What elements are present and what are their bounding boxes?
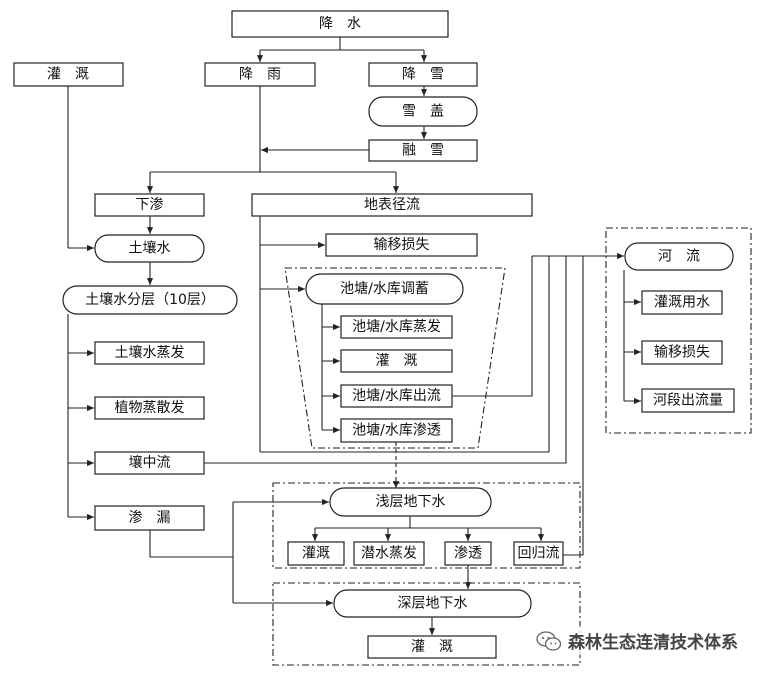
svg-text:土壤水蒸发: 土壤水蒸发 — [115, 344, 185, 361]
node-pond-seepage: 池塘/水库渗透 — [340, 418, 453, 443]
edges — [67, 37, 641, 635]
node-soil-water: 土壤水 — [94, 234, 205, 263]
svg-text:下渗: 下渗 — [136, 197, 164, 213]
river-group-border — [605, 227, 752, 434]
node-infiltration: 下渗 — [94, 193, 205, 217]
svg-text:深层地下水: 深层地下水 — [398, 596, 468, 612]
node-snowmelt: 融 雪 — [368, 139, 478, 162]
svg-text:灌 溉: 灌 溉 — [411, 639, 453, 655]
svg-text:池塘/水库蒸发: 池塘/水库蒸发 — [352, 319, 441, 335]
node-return-flow: 回归流 — [513, 541, 564, 566]
node-deep-groundwater: 深层地下水 — [333, 589, 532, 618]
svg-text:灌 溉: 灌 溉 — [47, 67, 89, 83]
node-soil-evaporation: 土壤水蒸发 — [94, 341, 205, 365]
node-rain: 降 雨 — [204, 62, 316, 87]
node-irrigation-top: 灌 溉 — [13, 62, 124, 87]
svg-text:地表径流: 地表径流 — [364, 197, 420, 213]
node-irrigation-water-use: 灌溉用水 — [641, 290, 723, 315]
svg-text:降 雨: 降 雨 — [239, 67, 281, 83]
svg-text:渗透: 渗透 — [454, 546, 482, 562]
svg-text:渗 漏: 渗 漏 — [129, 510, 171, 526]
svg-text:河 流: 河 流 — [658, 249, 700, 265]
svg-text:池塘/水库出流: 池塘/水库出流 — [352, 388, 441, 404]
svg-text:灌 溉: 灌 溉 — [376, 353, 418, 369]
node-transport-loss-2: 输移损失 — [641, 340, 723, 365]
node-river: 河 流 — [624, 242, 734, 271]
node-gw-irrigation: 灌溉 — [287, 541, 345, 566]
svg-text:植物蒸散发: 植物蒸散发 — [115, 400, 185, 416]
node-snow: 降 雪 — [368, 62, 478, 87]
node-phreatic-evaporation: 潜水蒸发 — [353, 541, 425, 566]
node-transport-loss-1: 输移损失 — [325, 233, 478, 257]
svg-text:雪 盖: 雪 盖 — [402, 104, 444, 120]
svg-text:灌溉用水: 灌溉用水 — [654, 295, 710, 311]
svg-text:土壤水分层（10层）: 土壤水分层（10层） — [85, 291, 215, 308]
svg-text:浅层地下水: 浅层地下水 — [376, 494, 446, 510]
svg-text:融 雪: 融 雪 — [402, 143, 444, 159]
shallow-gw-group-border — [272, 482, 581, 569]
svg-text:降 雪: 降 雪 — [402, 67, 444, 83]
svg-text:壤中流: 壤中流 — [129, 454, 171, 471]
node-lateral-flow: 壤中流 — [94, 451, 205, 475]
svg-text:降 水: 降 水 — [319, 16, 361, 32]
svg-text:输移损失: 输移损失 — [374, 237, 430, 253]
node-pond-storage: 池塘/水库调蓄 — [305, 273, 464, 305]
svg-text:河段出流量: 河段出流量 — [653, 393, 723, 409]
wechat-icon — [536, 630, 562, 651]
node-reach-outflow: 河段出流量 — [641, 388, 735, 413]
node-percolation: 渗 漏 — [94, 505, 205, 531]
node-snowcover: 雪 盖 — [368, 96, 478, 127]
svg-text:回归流: 回归流 — [518, 545, 560, 562]
svg-text:潜水蒸发: 潜水蒸发 — [361, 546, 417, 562]
svg-text:池塘/水库渗透: 池塘/水库渗透 — [352, 423, 441, 439]
svg-text:输移损失: 输移损失 — [654, 345, 710, 361]
node-shallow-groundwater: 浅层地下水 — [329, 487, 492, 517]
deep-gw-group-border — [272, 582, 581, 666]
watermark-text: 森林生态连清技术体系 — [568, 633, 738, 653]
svg-text:土壤水: 土壤水 — [129, 240, 171, 257]
svg-text:池塘/水库调蓄: 池塘/水库调蓄 — [340, 281, 429, 297]
node-pond-outflow: 池塘/水库出流 — [340, 384, 453, 408]
node-precipitation: 降 水 — [231, 10, 449, 38]
svg-text:灌溉: 灌溉 — [302, 546, 330, 562]
node-surface-runoff: 地表径流 — [251, 193, 533, 217]
node-pond-irrigation: 灌 溉 — [340, 349, 453, 373]
pond-group-border — [284, 267, 506, 449]
node-pond-evaporation: 池塘/水库蒸发 — [340, 315, 453, 339]
node-gw-seepage: 渗透 — [444, 541, 492, 566]
watermark: 森林生态连清技术体系 — [532, 626, 742, 655]
node-plant-evapotranspiration: 植物蒸散发 — [94, 396, 205, 420]
node-soil-layers: 土壤水分层（10层） — [62, 285, 238, 315]
node-deep-irrigation: 灌 溉 — [367, 635, 497, 659]
